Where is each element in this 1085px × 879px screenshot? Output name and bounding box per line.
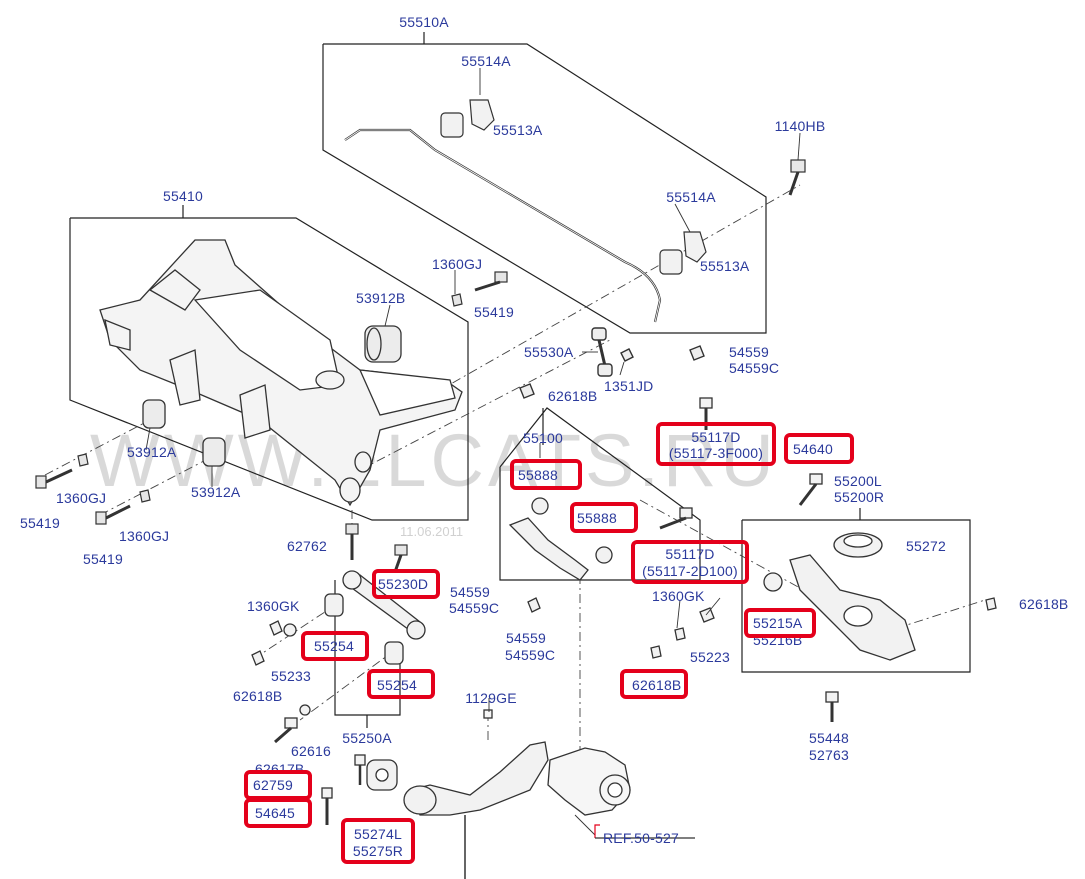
part-label-52763: 52763 — [809, 747, 849, 763]
part-label-62618b-1: 62618B — [548, 388, 598, 404]
part-label-55254-2: 55254 — [377, 677, 417, 693]
subframe-group-frame — [69, 217, 469, 521]
part-label-1360gj-2: 1360GJ — [56, 490, 107, 506]
part-label-55233: 55233 — [271, 668, 311, 684]
part-label-55230d: 55230D — [378, 576, 429, 592]
stabilizer-bushing-1 — [440, 112, 464, 138]
part-label-55530a: 55530A — [524, 344, 574, 360]
part-label-1351jd: 1351JD — [604, 378, 654, 394]
part-label-55200l: 55200L — [834, 473, 882, 489]
part-label-55223: 55223 — [690, 649, 730, 665]
part-label-62616: 62616 — [291, 743, 331, 759]
highlight-55888-1 — [510, 459, 582, 490]
highlight-55215a — [744, 608, 816, 638]
part-label-55200r: 55200R — [834, 489, 885, 505]
part-label-55888-1: 55888 — [518, 467, 558, 483]
carrier-group-frame — [499, 407, 701, 581]
part-label-55117-2d100: (55117-2D100) — [642, 563, 738, 579]
highlight-62618b — [620, 669, 688, 699]
part-label-55514a-1: 55514A — [461, 53, 511, 69]
part-label-53912a-2: 53912A — [191, 484, 241, 500]
part-label-55215a: 55215A — [753, 615, 803, 631]
stabilizer-group-frame — [322, 43, 767, 334]
part-label-55514a-2: 55514A — [666, 189, 716, 205]
lower-arm-55200 — [650, 532, 997, 722]
part-label-55410: 55410 — [163, 188, 203, 204]
lower-arm-55274 — [321, 741, 549, 879]
part-label-54559-3: 54559 — [506, 630, 546, 646]
part-label-1360gk-2: 1360GK — [652, 588, 705, 604]
watermark-date: 11.06.2011 — [400, 524, 464, 539]
subframe-55410 — [99, 239, 463, 507]
highlight-55117d-2 — [631, 540, 749, 584]
part-label-53912a-1: 53912A — [127, 444, 177, 460]
part-label-54559-1: 54559 — [729, 344, 769, 360]
knuckle-hub — [483, 709, 631, 816]
highlight-55230d — [372, 569, 440, 599]
part-label-1129ge: 1129GE — [465, 690, 517, 706]
part-label-55100: 55100 — [523, 430, 563, 446]
part-label-54559c-2: 54559C — [449, 600, 500, 616]
part-label-62762: 62762 — [287, 538, 327, 554]
bolt-1140hb-head — [790, 159, 806, 173]
part-label-62618b-2: 62618B — [233, 688, 283, 704]
part-label-55274l: 55274L — [354, 826, 402, 842]
part-label-55513a-1: 55513A — [493, 122, 543, 138]
highlight-54640 — [784, 433, 854, 464]
part-label-55275r: 55275R — [352, 843, 404, 859]
ref-link-50-527[interactable]: REF.50-527 — [603, 830, 679, 846]
part-label-55272: 55272 — [906, 538, 946, 554]
part-label-55419-1: 55419 — [474, 304, 514, 320]
bushing-53912a-2 — [202, 437, 226, 467]
highlight-55117d-1 — [656, 422, 776, 466]
part-label-55419-3: 55419 — [83, 551, 123, 567]
part-label-62759: 62759 — [253, 777, 293, 793]
part-label-55254-1: 55254 — [314, 638, 354, 654]
part-label-55888-2: 55888 — [577, 510, 617, 526]
part-label-55250a: 55250A — [342, 730, 392, 746]
part-label-53912b: 53912B — [356, 290, 406, 306]
part-label-55513a-2: 55513A — [700, 258, 750, 274]
part-label-55448: 55448 — [809, 730, 849, 746]
part-label-55510a: 55510A — [399, 14, 449, 30]
part-label-62618b-4: 62618B — [1019, 596, 1069, 612]
bushing-53912a-1 — [142, 399, 166, 429]
highlight-55888-2 — [570, 502, 638, 533]
part-label-55117-3f000: (55117-3F000) — [668, 445, 764, 461]
highlight-54645 — [244, 798, 312, 828]
part-label-54559c-1: 54559C — [729, 360, 780, 376]
lower-arm-group-frame — [741, 519, 971, 673]
part-label-62618b-3: 62618B — [632, 677, 682, 693]
link-assembly-55250a — [251, 570, 426, 744]
part-label-1140hb: 1140HB — [774, 118, 826, 134]
highlight-55274l — [341, 818, 415, 864]
part-label-55117d-2: 55117D — [665, 546, 715, 562]
part-label-54645: 54645 — [255, 805, 295, 821]
stabilizer-bracket-1 — [469, 99, 495, 131]
part-label-1360gj-1: 1360GJ — [432, 256, 483, 272]
stabilizer-bracket-2 — [683, 231, 707, 263]
part-label-1360gj-3: 1360GJ — [119, 528, 170, 544]
part-label-54559-2: 54559 — [450, 584, 490, 600]
carrier-arm-55100 — [508, 397, 823, 613]
highlight-55254-1 — [301, 631, 369, 661]
stabilizer-bushing-2 — [659, 249, 683, 275]
highlight-62759 — [244, 770, 312, 800]
part-label-1360gk-1: 1360GK — [247, 598, 300, 614]
part-label-54640: 54640 — [793, 441, 833, 457]
part-label-55419-2: 55419 — [20, 515, 60, 531]
part-label-55117d-1: 55117D — [691, 429, 741, 445]
highlight-55254-2 — [367, 669, 435, 699]
part-label-54559c-3: 54559C — [505, 647, 556, 663]
